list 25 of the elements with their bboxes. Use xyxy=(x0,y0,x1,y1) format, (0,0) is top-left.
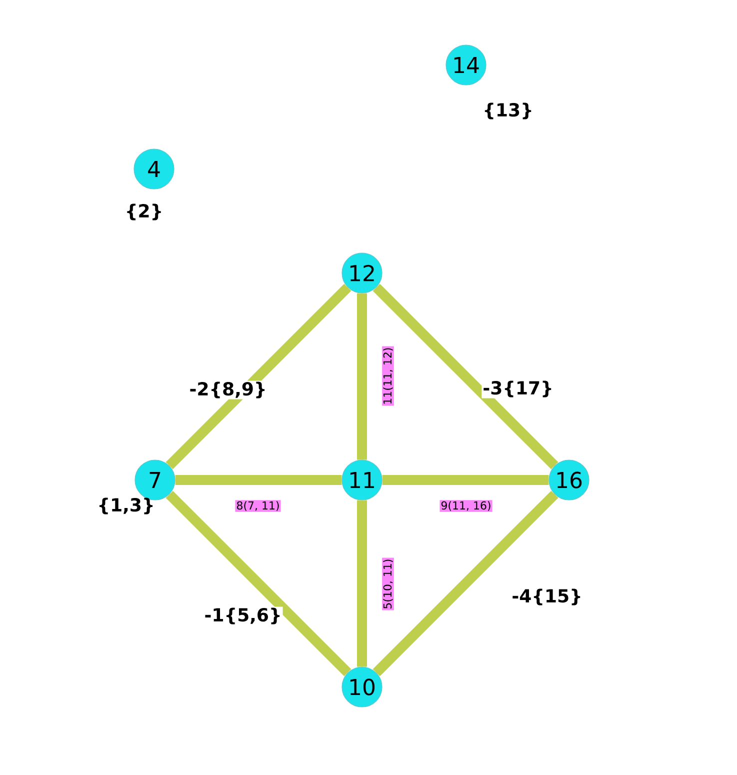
node-caption: {1,3} xyxy=(100,498,153,514)
node-caption: {13} xyxy=(484,102,532,120)
circle-node: 12 xyxy=(342,252,382,294)
connector-line xyxy=(175,475,342,485)
circle-node: 16 xyxy=(548,460,590,500)
edge-label: -4{15} xyxy=(510,588,584,606)
circle-node: 11 xyxy=(342,460,382,500)
connector-line xyxy=(166,490,352,676)
edge-label: 5(10, 11) xyxy=(382,558,394,610)
edge-label: 9(11, 16) xyxy=(440,500,492,512)
connector-line xyxy=(382,475,549,485)
circle-node: 10 xyxy=(342,666,382,708)
edge-label: -1{5,6} xyxy=(203,606,283,626)
connector-line xyxy=(166,284,352,470)
connector-line xyxy=(357,293,367,460)
connector-line xyxy=(372,284,558,470)
node-caption: {2} xyxy=(127,204,161,220)
connector-line xyxy=(357,500,367,667)
connector-line xyxy=(372,490,558,676)
edge-label: 11(11, 12) xyxy=(382,346,394,406)
edge-label: 8(7, 11) xyxy=(235,500,281,512)
edge-label: -2{8,9} xyxy=(188,380,268,400)
circle-node: 14 xyxy=(446,44,486,86)
circle-node: 4 xyxy=(134,148,174,190)
edge-label: -3{17} xyxy=(482,380,554,398)
